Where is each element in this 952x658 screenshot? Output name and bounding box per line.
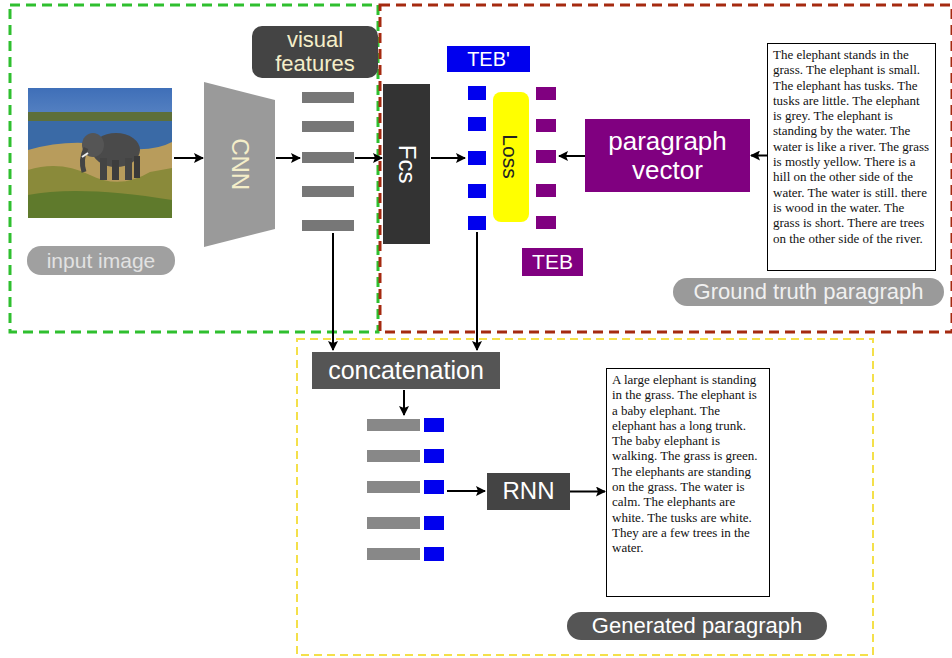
caption-label: Generated paragraph bbox=[567, 612, 827, 640]
elephant-photo bbox=[28, 88, 172, 218]
node-label: Loss bbox=[499, 135, 522, 179]
cnn-block: CNN bbox=[204, 82, 275, 247]
node-label: RNN bbox=[503, 478, 555, 504]
node-label: paragraph vector bbox=[585, 127, 750, 184]
fc-block: Fcs bbox=[383, 84, 430, 244]
process-box: concatenation bbox=[312, 352, 500, 389]
teb-squares bbox=[536, 87, 556, 229]
feature-label: visual features bbox=[252, 26, 378, 78]
node-label: TEB bbox=[532, 250, 573, 273]
paragraph-box: A large elephant is standing in the gras… bbox=[606, 368, 770, 597]
arrow-connector bbox=[570, 491, 605, 493]
node-label: Ground truth paragraph bbox=[694, 280, 924, 304]
node-label: TEB' bbox=[467, 48, 510, 70]
process-box: paragraph vector bbox=[585, 119, 750, 192]
node-label: input image bbox=[47, 249, 156, 272]
red-region bbox=[380, 5, 952, 332]
paragraph-text: The elephant stands in the grass. The el… bbox=[773, 47, 930, 246]
node-label: Generated paragraph bbox=[592, 614, 802, 638]
node-label: Fcs bbox=[393, 145, 419, 184]
green-region bbox=[10, 5, 378, 332]
arrow-connector bbox=[751, 155, 767, 157]
embedding-label: TEB bbox=[522, 248, 583, 276]
caption-label: input image bbox=[27, 246, 175, 275]
embedding-label: TEB' bbox=[447, 46, 530, 72]
concatenated-bars bbox=[367, 418, 444, 561]
node-label: CNN bbox=[226, 138, 252, 190]
caption-label: Ground truth paragraph bbox=[673, 278, 944, 306]
feature-bars bbox=[302, 92, 354, 231]
process-box: RNN bbox=[487, 473, 570, 510]
paragraph-text: A large elephant is standing in the gras… bbox=[612, 372, 764, 556]
paragraph-box: The elephant stands in the grass. The el… bbox=[767, 43, 936, 271]
trapezoid-shape bbox=[204, 82, 275, 247]
node-label: visual features bbox=[252, 28, 378, 76]
node-label: concatenation bbox=[328, 357, 484, 385]
loss-block: Loss bbox=[493, 92, 529, 222]
teb-prime-squares bbox=[468, 86, 486, 230]
yellow-region bbox=[297, 339, 873, 655]
